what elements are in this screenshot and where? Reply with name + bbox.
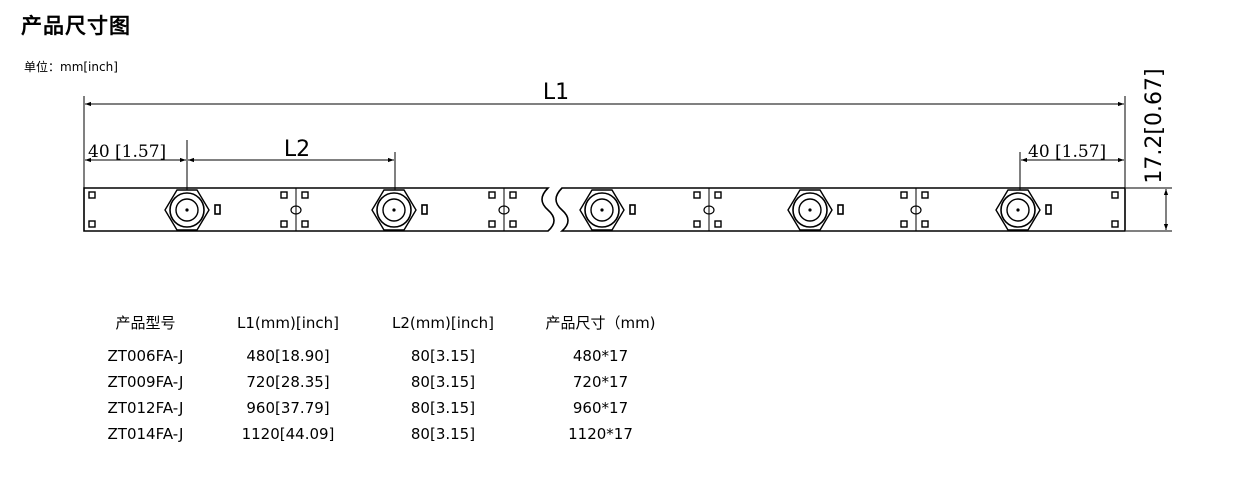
page-title: 产品尺寸图 [21, 14, 131, 38]
header-l1: L1(mm)[inch] [237, 313, 339, 332]
table-row: ZT012FA-J 960[37.79] 80[3.15] 960*17 [88, 395, 688, 421]
dimension-drawing: L1 40 [1.57] L2 40 [1.57] 17.2[0.67] [83, 68, 1172, 232]
l1-label: L1 [543, 80, 569, 105]
led-lens-outer [1000, 192, 1036, 228]
cell-model: ZT014FA-J [107, 425, 184, 443]
led-lens-outer [376, 192, 412, 228]
end-pad [1111, 191, 1119, 199]
led-side-pad [837, 204, 844, 215]
cut-mark [498, 205, 510, 215]
header-model: 产品型号 [115, 314, 176, 332]
unit-label: 单位：mm[inch] [24, 60, 118, 74]
led-center-dot [185, 208, 189, 212]
solder-pad [921, 191, 929, 199]
led-lens-inner [798, 198, 822, 222]
solder-pad [714, 191, 722, 199]
led-lens-inner [175, 198, 199, 222]
led-housing [579, 189, 625, 231]
solder-pad [509, 191, 517, 199]
led-housing [164, 189, 210, 231]
height-label: 17.2[0.67] [1142, 68, 1167, 183]
header-size: 产品尺寸（mm) [545, 314, 656, 332]
solder-pad [509, 220, 517, 228]
solder-pad [921, 220, 929, 228]
table-row: ZT009FA-J 720[28.35] 80[3.15] 720*17 [88, 369, 688, 395]
led-center-dot [808, 208, 812, 212]
solder-pad [900, 220, 908, 228]
end-pad [88, 220, 96, 228]
solder-pad [693, 220, 701, 228]
cell-l1: 720[28.35] [246, 373, 330, 391]
led-strip-parts [88, 188, 1119, 231]
end-pad [1111, 220, 1119, 228]
cell-size: 720*17 [572, 373, 629, 391]
solder-pad [488, 191, 496, 199]
cell-size: 960*17 [572, 399, 629, 417]
solder-pad [301, 220, 309, 228]
solder-pad [714, 220, 722, 228]
solder-pad [280, 220, 288, 228]
led-housing [787, 189, 833, 231]
offset-right-label: 40 [1.57] [1028, 142, 1106, 162]
cut-mark [910, 205, 922, 215]
table-row: ZT014FA-J 1120[44.09] 80[3.15] 1120*17 [88, 421, 688, 447]
cell-size: 1120*17 [568, 425, 633, 443]
offset-left-label: 40 [1.57] [88, 142, 166, 162]
led-lens-outer [169, 192, 205, 228]
led-lens-inner [590, 198, 614, 222]
cell-l2: 80[3.15] [410, 347, 476, 365]
led-center-dot [392, 208, 396, 212]
cell-l2: 80[3.15] [410, 425, 476, 443]
solder-pad [900, 191, 908, 199]
cell-model: ZT006FA-J [107, 347, 184, 365]
led-housing [995, 189, 1041, 231]
solder-pad [280, 191, 288, 199]
cell-l2: 80[3.15] [410, 399, 476, 417]
cell-l1: 1120[44.09] [241, 425, 335, 443]
led-side-pad [1045, 204, 1052, 215]
cell-size: 480*17 [572, 347, 629, 365]
table-row: ZT006FA-J 480[18.90] 80[3.15] 480*17 [88, 343, 688, 369]
cell-l2: 80[3.15] [410, 373, 476, 391]
cut-mark [703, 205, 715, 215]
solder-pad [693, 191, 701, 199]
led-lens-inner [382, 198, 406, 222]
spec-table: 产品型号 L1(mm)[inch] L2(mm)[inch] 产品尺寸（mm) … [88, 312, 688, 447]
solder-pad [301, 191, 309, 199]
led-side-pad [214, 204, 221, 215]
cell-model: ZT009FA-J [107, 373, 184, 391]
led-lens-outer [792, 192, 828, 228]
cell-l1: 480[18.90] [246, 347, 330, 365]
l2-label: L2 [284, 137, 310, 162]
led-side-pad [629, 204, 636, 215]
cell-l1: 960[37.79] [246, 399, 330, 417]
led-center-dot [600, 208, 604, 212]
solder-pad [488, 220, 496, 228]
led-lens-inner [1006, 198, 1030, 222]
led-strip-outline [83, 187, 1126, 232]
led-side-pad [421, 204, 428, 215]
cut-mark [290, 205, 302, 215]
led-lens-outer [584, 192, 620, 228]
led-housing [371, 189, 417, 231]
end-pad [88, 191, 96, 199]
header-l2: L2(mm)[inch] [392, 313, 494, 332]
spec-header-row: 产品型号 L1(mm)[inch] L2(mm)[inch] 产品尺寸（mm) [88, 312, 688, 343]
led-center-dot [1016, 208, 1020, 212]
cell-model: ZT012FA-J [107, 399, 184, 417]
